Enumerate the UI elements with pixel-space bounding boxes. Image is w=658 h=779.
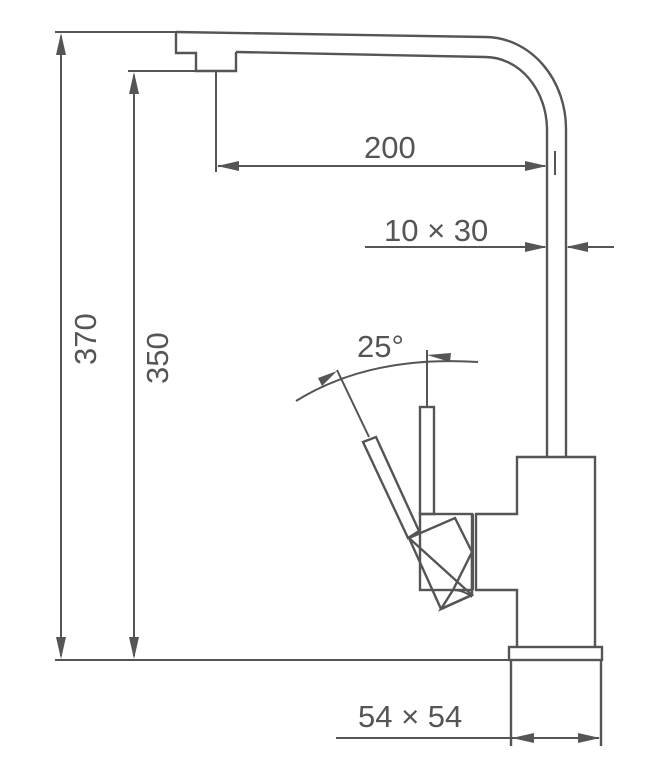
total-height-dimension: 370 <box>55 31 510 661</box>
spout-height-dimension: 350 <box>128 70 196 659</box>
spout-section-dimension: 10 × 30 <box>365 213 614 252</box>
spout-height-label: 350 <box>140 332 175 384</box>
base-label: 54 × 54 <box>358 699 462 734</box>
handle-tilted <box>336 369 475 612</box>
reach-label: 200 <box>364 130 416 165</box>
base-dimension: 54 × 54 <box>336 699 600 743</box>
total-height-label: 370 <box>68 313 103 365</box>
faucet-body <box>474 455 604 746</box>
spout-section-label: 10 × 30 <box>384 213 488 248</box>
base-plate <box>507 645 604 662</box>
angle-label: 25° <box>357 329 404 364</box>
angle-dimension: 25° <box>295 329 479 402</box>
reach-dimension: 200 <box>215 71 556 175</box>
spout <box>174 30 568 457</box>
